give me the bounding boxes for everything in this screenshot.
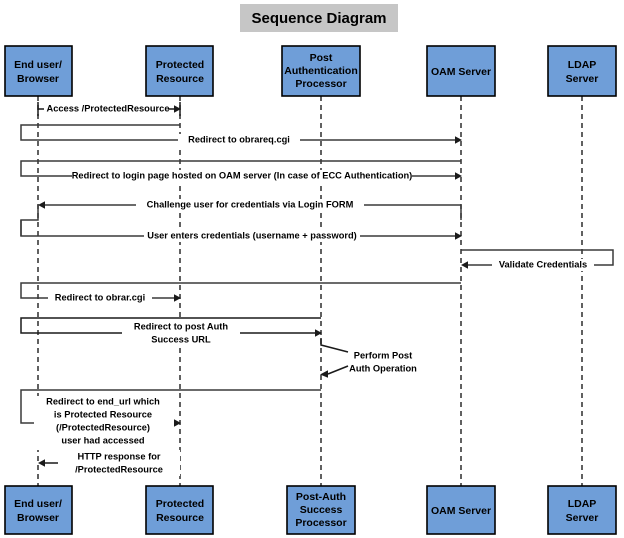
actor-label-postauth-top-line3: Processor — [295, 78, 346, 90]
message-10-redirect-end-url: Redirect to end_url which is Protected R… — [20, 389, 321, 450]
actor-label-resource-bottom-line2: Resource — [156, 512, 204, 524]
message-7-redirect-obrar: Redirect to obrar.cgi — [20, 282, 461, 304]
arrowhead-message-9 — [320, 370, 328, 378]
arrowhead-message-3 — [455, 172, 462, 180]
message-11-http-response: HTTP response for /ProtectedResource — [38, 450, 180, 476]
actor-label-ldap-top-line1: LDAP — [568, 59, 597, 71]
actor-box-oam-top[interactable]: OAM Server — [426, 45, 496, 97]
actor-box-resource-bottom[interactable]: Protected Resource — [145, 485, 214, 535]
message-10-label-line4: user had accessed — [61, 435, 145, 445]
message-5-label: User enters credentials (username + pass… — [147, 230, 357, 240]
actor-label-oam-top: OAM Server — [431, 66, 491, 78]
message-3-label: Redirect to login page hosted on OAM ser… — [72, 170, 413, 180]
actor-label-postauth-bottom-line3: Processor — [295, 517, 346, 529]
arrowhead-message-11 — [38, 459, 45, 467]
title-background — [240, 4, 398, 32]
diagram-title: Sequence Diagram — [240, 4, 398, 32]
actor-label-browser-bottom-line1: End user/ — [14, 498, 62, 510]
actor-box-postauth-top[interactable]: Post Authentication Processor — [281, 45, 361, 97]
actor-label-browser-top-line1: End user/ — [14, 59, 62, 71]
arrowhead-message-6 — [461, 261, 468, 269]
actor-rect-postauth-bottom — [286, 485, 356, 535]
actor-label-postauth-bottom-line2: Success — [300, 504, 343, 516]
actor-label-postauth-bottom-line1: Post-Auth — [296, 491, 346, 503]
title-text: Sequence Diagram — [251, 10, 386, 27]
arrowhead-message-1 — [174, 105, 181, 113]
message-11-label-line1: HTTP response for — [77, 451, 160, 461]
actor-label-ldap-bottom-line1: LDAP — [568, 498, 597, 510]
actor-box-oam-bottom[interactable]: OAM Server — [426, 485, 496, 535]
message-8-redirect-post-auth-success-url: Redirect to post Auth Success URL — [20, 317, 322, 345]
message-7-label: Redirect to obrar.cgi — [55, 292, 145, 302]
message-4-label: Challenge user for credentials via Login… — [147, 199, 354, 209]
actor-label-oam-bottom: OAM Server — [431, 505, 491, 517]
actor-label-ldap-bottom-line2: Server — [566, 512, 599, 524]
actor-box-ldap-top[interactable]: LDAP Server — [547, 45, 617, 97]
actor-rect-browser-bottom — [4, 485, 73, 535]
arrowhead-message-10 — [174, 419, 181, 427]
message-5-user-enters-credentials: User enters credentials (username + pass… — [20, 205, 462, 242]
actor-label-postauth-top-line2: Authentication — [284, 65, 358, 77]
actor-label-postauth-top-line1: Post — [310, 52, 333, 64]
message-11-label-line2: /ProtectedResource — [75, 464, 163, 474]
message-2-label: Redirect to obrareq.cgi — [188, 134, 290, 144]
actor-box-resource-top[interactable]: Protected Resource — [145, 45, 214, 97]
message-10-label-line3: (/ProtectedResource) — [56, 422, 150, 432]
actor-label-resource-top-line1: Protected — [156, 59, 204, 71]
actor-rect-browser-top — [4, 45, 73, 97]
message-1-access-protected-resource: Access /ProtectedResource — [37, 102, 181, 116]
arrowhead-message-8 — [315, 329, 322, 337]
message-3-redirect-login-page: Redirect to login page hosted on OAM ser… — [20, 160, 462, 182]
arrowhead-message-2 — [455, 136, 462, 144]
message-9-label-line1: Perform Post — [354, 350, 412, 360]
actor-rect-resource-bottom — [145, 485, 214, 535]
actor-rect-oam-top — [426, 45, 496, 97]
message-10-label-line2: is Protected Resource — [54, 409, 152, 419]
message-8-label-line2: Success URL — [151, 334, 211, 344]
actor-rect-resource-top — [145, 45, 214, 97]
actor-rect-ldap-top — [547, 45, 617, 97]
message-9-label-line2: Auth Operation — [349, 363, 417, 373]
actor-rect-postauth-top — [281, 45, 361, 97]
arrowhead-message-4 — [38, 201, 45, 209]
message-1-label: Access /ProtectedResource — [47, 103, 170, 113]
actor-rect-oam-bottom — [426, 485, 496, 535]
actor-label-ldap-top-line2: Server — [566, 73, 599, 85]
actor-label-browser-top-line2: Browser — [17, 73, 59, 85]
message-6-validate-credentials: Validate Credentials — [461, 249, 614, 271]
actor-label-browser-bottom-line2: Browser — [17, 512, 59, 524]
actor-box-browser-bottom[interactable]: End user/ Browser — [4, 485, 73, 535]
message-4-challenge-user: Challenge user for credentials via Login… — [38, 199, 461, 211]
message-10-label-line1: Redirect to end_url which — [46, 396, 160, 406]
message-2-redirect-obrareq: Redirect to obrareq.cgi — [20, 124, 462, 146]
actor-box-ldap-bottom[interactable]: LDAP Server — [547, 485, 617, 535]
actor-rect-ldap-bottom — [547, 485, 617, 535]
arrowhead-message-5 — [455, 232, 462, 240]
arrowhead-message-7 — [174, 294, 181, 302]
actor-label-resource-bottom-line1: Protected — [156, 498, 204, 510]
actor-box-browser-top[interactable]: End user/ Browser — [4, 45, 73, 97]
message-8-label-line1: Redirect to post Auth — [134, 321, 228, 331]
message-6-label: Validate Credentials — [499, 259, 587, 269]
actor-label-resource-top-line2: Resource — [156, 73, 204, 85]
actor-box-postauth-bottom[interactable]: Post-Auth Success Processor — [286, 485, 356, 535]
message-9-perform-post-auth-operation: Perform Post Auth Operation — [320, 338, 417, 378]
